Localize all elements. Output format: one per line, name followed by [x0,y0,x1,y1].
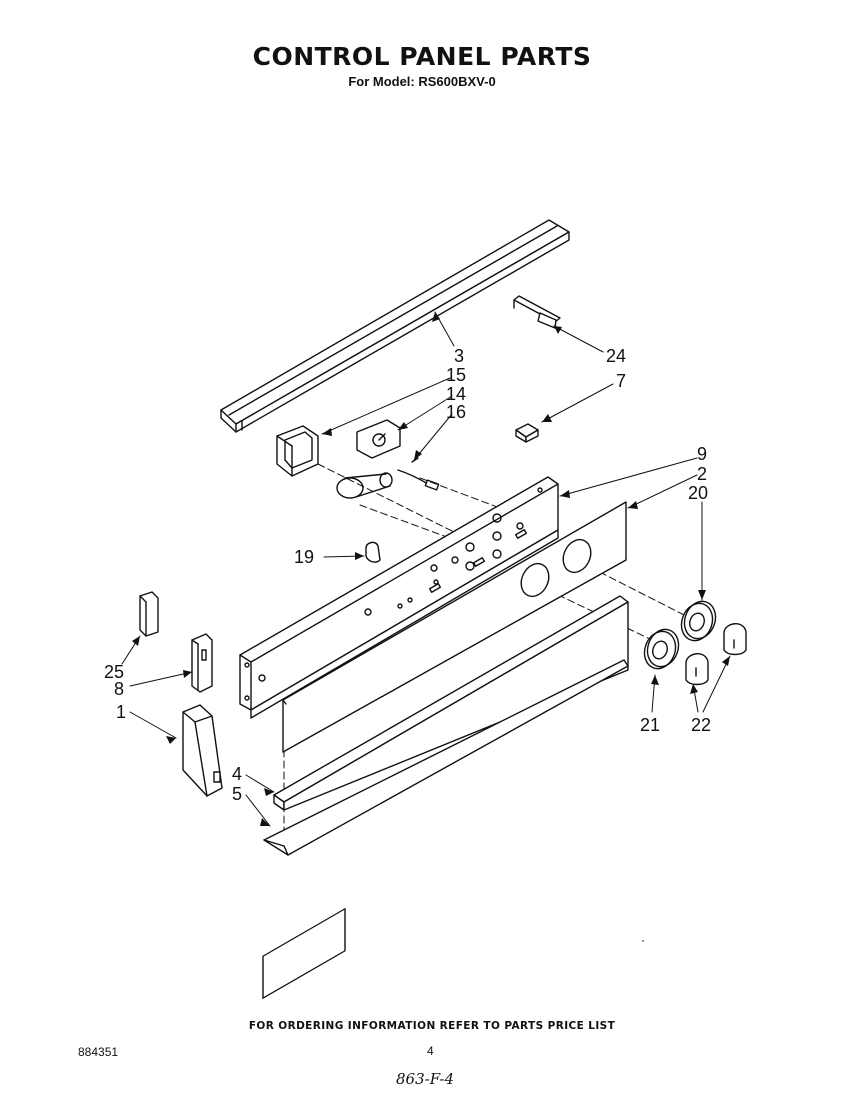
part-22-knobs [685,623,747,686]
handwritten-code: 863-F-4 [396,1070,455,1088]
callout-4: 4 [232,764,242,784]
scan-speck [642,940,644,942]
part-1-end-cap [182,704,223,797]
callout-19: 19 [294,547,314,567]
part-9-control-panel [239,476,559,999]
callout-20: 20 [688,483,708,503]
part-21-bezel [643,628,680,670]
callout-21: 21 [640,715,660,735]
part-8-bracket [191,633,213,693]
part-3-top-trim [220,219,570,433]
part-25-clip [139,591,159,637]
part-14-switch [356,419,401,459]
callout-16: 16 [446,402,466,422]
callout-5: 5 [232,784,242,804]
callout-9: 9 [697,444,707,464]
model-subtitle: For Model: RS600BXV-0 [348,74,496,89]
callout-7: 7 [616,371,626,391]
part-20-bezel [680,600,717,642]
part-4-lower-trim [273,595,629,811]
arrowheads [132,312,730,826]
callout-2: 2 [697,464,707,484]
callout-labels: 3 15 14 16 24 7 9 2 20 19 25 8 1 4 5 21 … [104,346,711,804]
ordering-note: FOR ORDERING INFORMATION REFER TO PARTS … [248,1020,616,1032]
part-16-wire-harness [397,457,440,491]
callout-3: 3 [454,346,464,366]
page-number: 4 [427,1044,434,1058]
callout-24: 24 [606,346,626,366]
part-19-clip [365,541,381,563]
callout-8: 8 [114,679,124,699]
part-15-bracket-box [276,425,319,477]
callout-14: 14 [446,384,466,404]
callout-25: 25 [104,662,124,682]
callout-15: 15 [446,365,466,385]
part-24-bracket [513,295,561,329]
part-5-bottom-channel [263,659,629,856]
page-title: CONTROL PANEL PARTS [252,42,592,71]
document-number: 884351 [78,1045,119,1059]
tube-sleeve [336,472,393,499]
part-2-panel-overlay [282,501,627,753]
callout-22: 22 [691,715,711,735]
callout-1: 1 [116,702,126,722]
part-7-connector [515,423,539,443]
